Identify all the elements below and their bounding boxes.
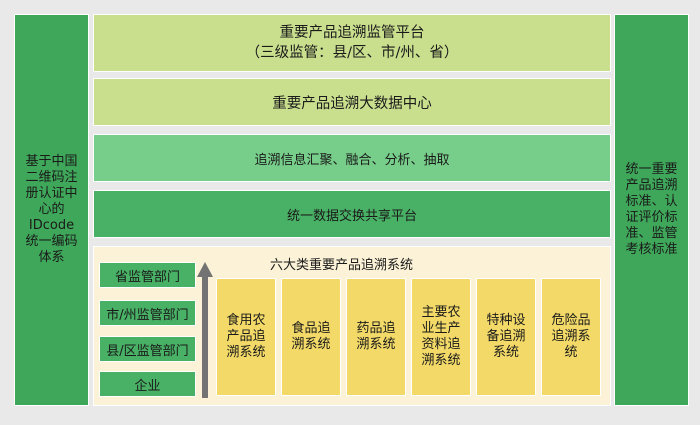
level-label: 市/州监管部门 [106, 307, 189, 323]
system-hazardous: 危险品 追溯系 统 [541, 278, 601, 396]
platform-subtitle: （三级监管：县/区、市/州、省） [245, 45, 459, 61]
system-line: 主要农 [421, 305, 461, 320]
left-column-line: 二维码注 [25, 170, 78, 185]
level-province: 省监管部门 [99, 262, 196, 288]
left-column-line: 册认证中 [25, 186, 78, 201]
right-column-line: 产品追溯 [625, 178, 678, 193]
up-arrow-shaft [202, 276, 208, 398]
level-label: 企业 [134, 378, 161, 394]
systems-panel-title: 六大类重要产品追溯系统 [270, 258, 414, 273]
system-line: 药品追 [356, 321, 396, 336]
system-line: 溯系统 [356, 337, 396, 352]
left-column-line: 基于中国 [25, 154, 78, 169]
level-label: 省监管部门 [114, 269, 180, 285]
level-label: 县/区监管部门 [106, 343, 189, 359]
right-column-line: 统一重要 [625, 162, 678, 177]
system-special-equipment: 特种设 备追溯 系统 [476, 278, 536, 396]
processing-layer: 追溯信息汇聚、融合、分析、抽取 [93, 134, 611, 182]
system-line: 食用农 [226, 313, 266, 328]
system-line: 系统 [492, 345, 519, 360]
platform-title: 重要产品追溯监管平台 [279, 25, 425, 41]
big-data-label: 重要产品追溯大数据中心 [272, 95, 432, 112]
system-edible-agri: 食用农 产品追 溯系统 [216, 278, 276, 396]
system-line: 产品追 [226, 329, 266, 344]
left-column-line: 统一编码 [25, 234, 78, 249]
level-city: 市/州监管部门 [99, 300, 196, 326]
system-line: 追溯系 [551, 329, 591, 344]
level-county: 县/区监管部门 [99, 336, 196, 362]
exchange-layer: 统一数据交换共享平台 [93, 190, 611, 238]
system-drug: 药品追 溯系统 [346, 278, 406, 396]
right-column-line: 准、监管 [625, 226, 678, 241]
left-column-box: 基于中国 二维码注 册认证中 心的 IDcode 统一编码 体系 [14, 14, 89, 406]
system-agri-materials: 主要农 业生产 资料追 溯系统 [411, 278, 471, 396]
system-line: 统 [564, 345, 578, 360]
big-data-layer: 重要产品追溯大数据中心 [93, 78, 611, 126]
exchange-label: 统一数据交换共享平台 [286, 208, 417, 224]
level-enterprise: 企业 [99, 371, 196, 397]
system-line: 危险品 [551, 313, 591, 328]
system-line: 溯系统 [226, 345, 266, 360]
processing-label: 追溯信息汇聚、融合、分析、抽取 [254, 152, 450, 168]
system-line: 溯系统 [291, 337, 331, 352]
system-line: 资料追 [421, 337, 461, 352]
system-food: 食品追 溯系统 [281, 278, 341, 396]
right-column-line: 证评价标 [625, 210, 678, 225]
system-line: 食品追 [291, 321, 331, 336]
up-arrow-icon [197, 262, 213, 277]
left-column-line: 心的 [38, 202, 65, 217]
right-column-line: 考核标准 [625, 242, 678, 257]
system-line: 特种设 [486, 313, 526, 328]
system-line: 业生产 [421, 321, 461, 336]
left-column-line: IDcode [28, 218, 75, 233]
right-column-line: 标准、认 [625, 194, 678, 209]
right-column-box: 统一重要 产品追溯 标准、认 证评价标 准、监管 考核标准 [614, 14, 689, 406]
system-line: 溯系统 [421, 353, 461, 368]
platform-layer: 重要产品追溯监管平台 （三级监管：县/区、市/州、省） [93, 14, 611, 72]
system-line: 备追溯 [486, 329, 526, 344]
left-column-line: 体系 [38, 250, 65, 265]
